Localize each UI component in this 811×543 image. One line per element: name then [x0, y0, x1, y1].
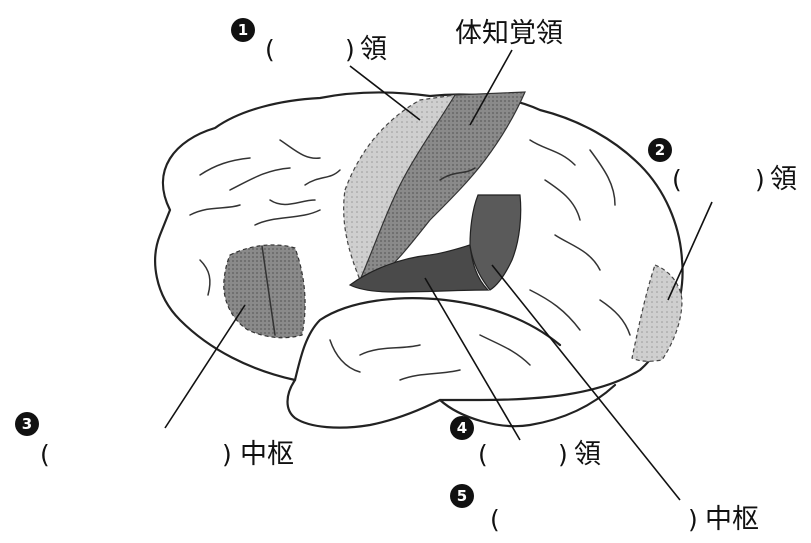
number-badge-2-text: 2: [655, 141, 665, 159]
label-4-open-paren: (: [478, 440, 488, 469]
label-3-close-paren: ): [222, 440, 232, 469]
number-badge-3-text: 3: [22, 415, 32, 433]
somatosensory-label: 体知覚領: [455, 18, 563, 49]
number-badge-5-text: 5: [457, 487, 467, 505]
label-1-close-paren: ): [345, 35, 355, 64]
leader-line-4: [425, 278, 520, 440]
label-4: 4 ( ) 領: [450, 416, 601, 470]
leader-line-3: [165, 305, 245, 428]
label-3-suffix: 中枢: [240, 439, 294, 470]
label-2: 2 ( ) 領: [648, 138, 797, 195]
label-3: 3 ( ) 中枢: [15, 412, 294, 470]
number-badge-4-text: 4: [457, 419, 467, 437]
label-5-close-paren: ): [688, 505, 698, 534]
label-5-open-paren: (: [490, 505, 500, 534]
label-5-suffix: 中枢: [705, 504, 759, 535]
label-4-suffix: 領: [574, 439, 601, 470]
label-1-suffix: 領: [360, 34, 387, 65]
temporal-lobe-outline: [295, 298, 560, 380]
label-2-open-paren: (: [672, 165, 682, 194]
number-badge-1-text: 1: [238, 21, 248, 39]
label-2-suffix: 領: [770, 164, 797, 195]
label-1-open-paren: (: [265, 35, 275, 64]
label-5: 5 ( ) 中枢: [450, 484, 759, 535]
label-4-close-paren: ): [558, 440, 568, 469]
label-1: 1 ( ) 領: [231, 18, 387, 65]
leader-line-2: [668, 202, 712, 300]
visual-area: [632, 265, 682, 361]
label-3-open-paren: (: [40, 440, 50, 469]
label-2-close-paren: ): [755, 165, 765, 194]
